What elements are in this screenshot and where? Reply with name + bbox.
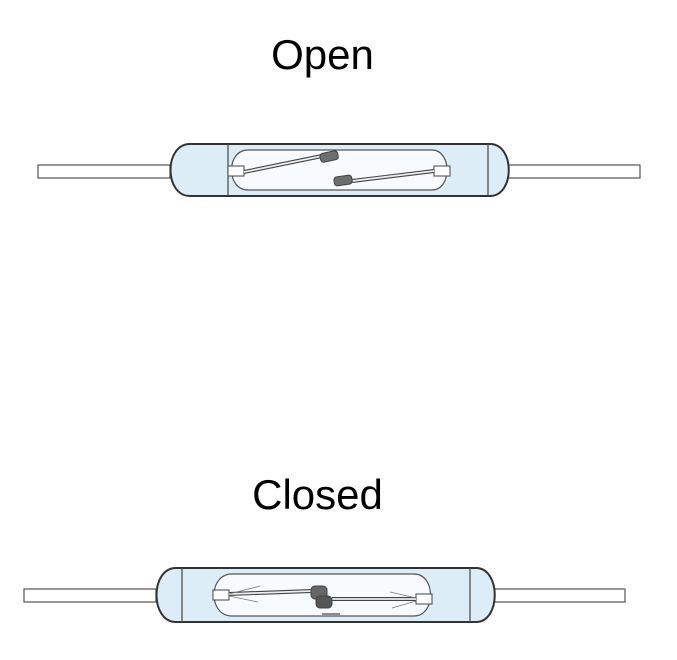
right-contact xyxy=(315,595,333,609)
reed-switch-closed-diagram xyxy=(23,567,626,623)
right-lead xyxy=(507,164,641,179)
left-contact xyxy=(319,150,339,163)
left-lead xyxy=(37,164,171,179)
right-contact xyxy=(333,174,353,187)
left-lead xyxy=(23,588,157,603)
right-lead xyxy=(492,588,626,603)
reed-switch-open-diagram xyxy=(37,143,641,197)
closed-state-title: Closed xyxy=(252,471,383,518)
open-state-title: Open xyxy=(271,31,374,78)
inner-chamber xyxy=(230,149,448,191)
